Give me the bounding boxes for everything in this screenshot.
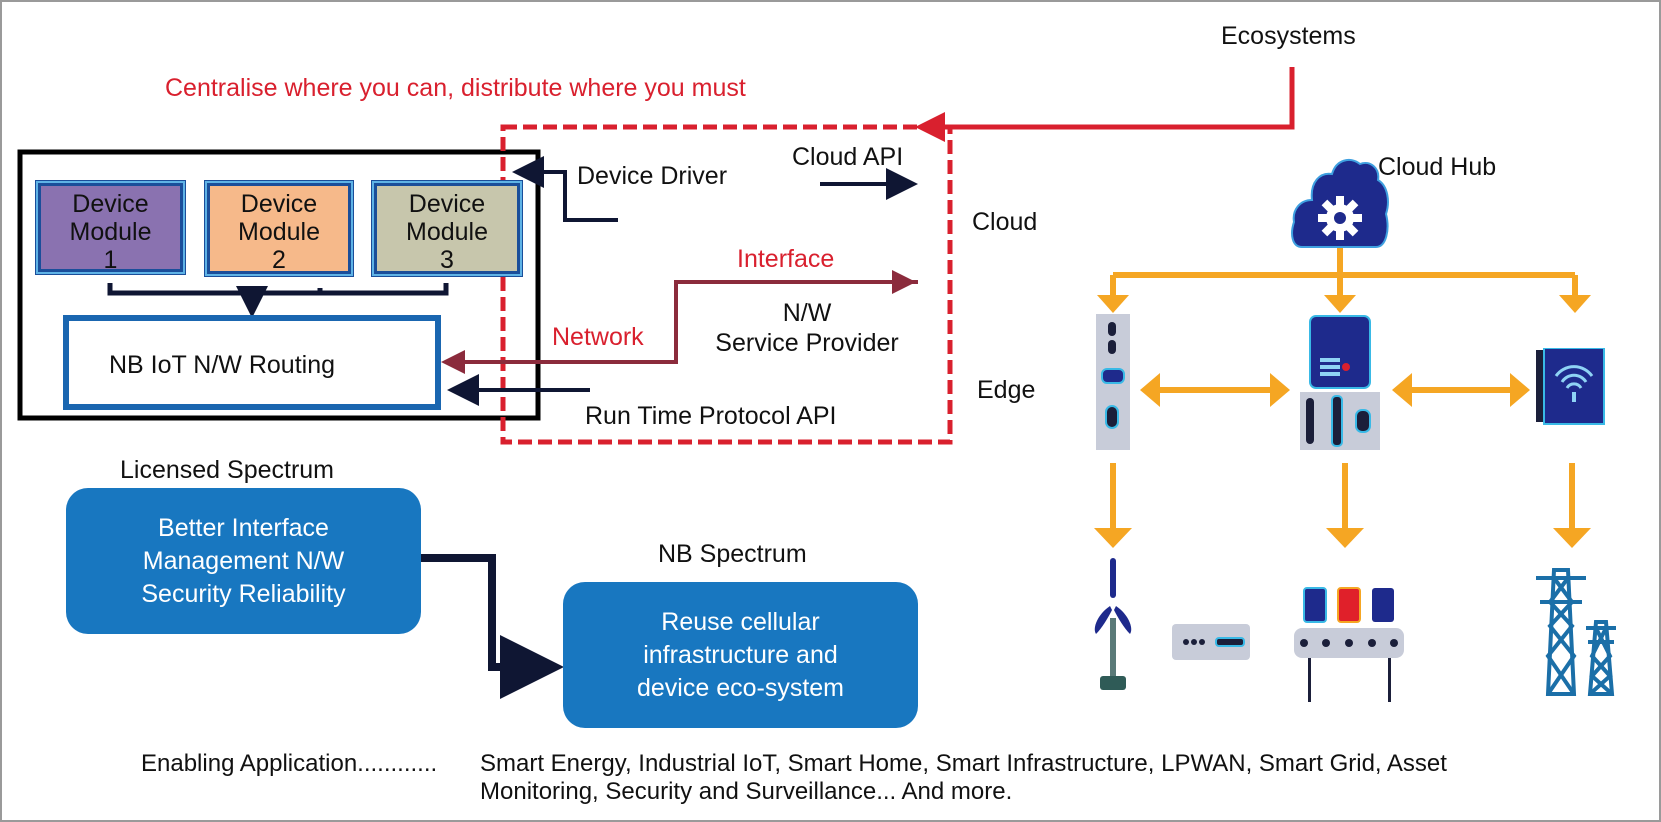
edge-wifi-router-icon — [1536, 348, 1605, 425]
module-1-line2: Module — [69, 218, 152, 246]
edge-gateway-slim-icon — [1096, 314, 1130, 450]
module-bus — [107, 283, 449, 318]
enabling-application-list: Smart Energy, Industrial IoT, Smart Home… — [480, 750, 1447, 806]
nb-line2: infrastructure and — [643, 640, 838, 669]
cloud-layer-label: Cloud — [972, 208, 1038, 236]
power-tower-icon — [1536, 568, 1616, 696]
nb-line1: Reuse cellular — [661, 607, 820, 636]
industrial-conveyor-icon — [1294, 587, 1404, 702]
device-module-1: Device Module 1 — [35, 180, 186, 275]
meter-module-icon — [1172, 624, 1250, 660]
device-boundary-box — [17, 149, 541, 421]
title-tagline: Centralise where you can, distribute whe… — [165, 74, 746, 102]
licensed-spectrum-box: Better Interface Management N/W Security… — [66, 488, 421, 634]
service-provider-line2: Service Provider — [715, 329, 899, 357]
module-3-line1: Device — [408, 190, 486, 218]
module-2-line2: Module — [238, 218, 320, 246]
routing-box: NB IoT N/W Routing — [63, 315, 441, 410]
licensed-spectrum-title: Licensed Spectrum — [120, 456, 335, 484]
application-list-line2: Monitoring, Security and Surveillance...… — [480, 778, 1013, 805]
edge-to-endpoint-links — [1110, 463, 1575, 530]
hub-arrowheads — [1097, 295, 1591, 313]
edge-controller-icon — [1300, 315, 1380, 450]
device-module-2: Device Module 2 — [204, 180, 354, 277]
service-provider-label: N/W Service Provider — [707, 298, 907, 358]
module-3-line2: Module — [406, 218, 488, 246]
device-driver-link — [512, 156, 618, 222]
cloud-boundary-dashed — [500, 124, 953, 445]
module-1-line1: Device — [72, 190, 149, 218]
module-2-line1: Device — [240, 190, 318, 218]
licensed-line1: Better Interface — [158, 513, 329, 542]
nb-spectrum-box: Reuse cellular infrastructure and device… — [563, 582, 918, 728]
runtime-api-label: Run Time Protocol API — [585, 402, 837, 430]
cloud-api-label: Cloud API — [792, 143, 904, 171]
licensed-line3: Security Reliability — [141, 579, 346, 608]
application-list-line1: Smart Energy, Industrial IoT, Smart Home… — [480, 750, 1447, 777]
nb-spectrum-title: NB Spectrum — [658, 540, 807, 568]
interface-label: Interface — [737, 245, 835, 273]
module-2-line3: 2 — [272, 246, 286, 274]
wind-turbine-icon — [1094, 558, 1132, 690]
enabling-application-label: Enabling Application............ — [141, 750, 438, 777]
ecosystems-label: Ecosystems — [1221, 22, 1356, 50]
device-driver-label: Device Driver — [577, 162, 728, 190]
cloud-hub-label: Cloud Hub — [1378, 153, 1497, 181]
cloud-gear-icon — [1291, 158, 1389, 248]
spectrum-link — [420, 554, 564, 699]
service-provider-line1: N/W — [782, 299, 832, 327]
module-3-line3: 3 — [440, 246, 454, 274]
nb-line3: device eco-system — [636, 673, 845, 702]
module-1-line3: 1 — [103, 246, 118, 274]
hub-distribution — [1110, 248, 1578, 298]
licensed-line2: Management N/W — [142, 546, 345, 575]
edge-layer-label: Edge — [977, 376, 1036, 404]
ecosystems-link — [915, 67, 1295, 142]
network-label: Network — [552, 323, 644, 351]
routing-label: NB IoT N/W Routing — [109, 351, 336, 379]
device-module-3: Device Module 3 — [371, 180, 523, 277]
